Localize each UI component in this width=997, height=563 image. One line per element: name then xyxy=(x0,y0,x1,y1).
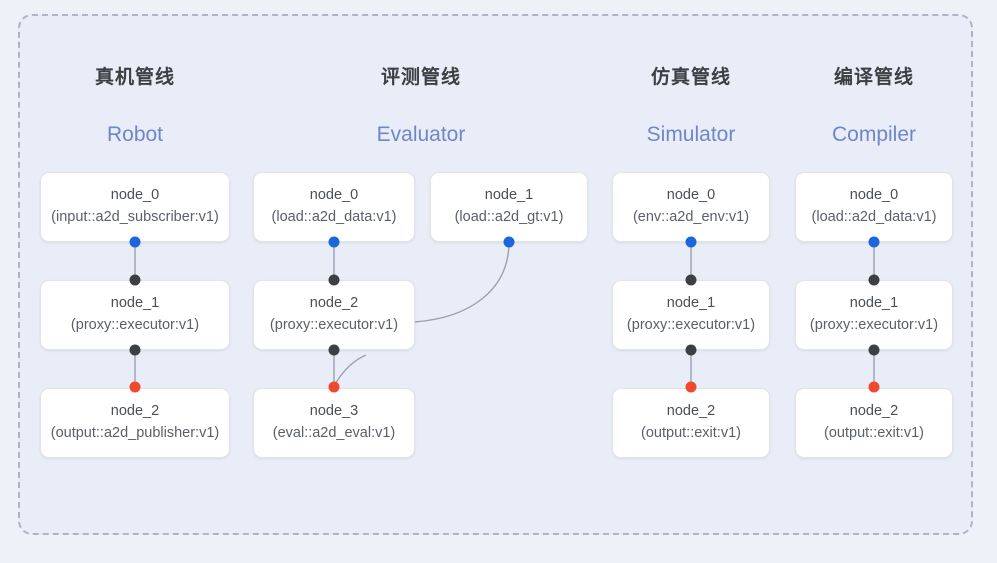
node-signature: (proxy::executor:v1) xyxy=(809,317,939,333)
port-dot-output-compiler-2[interactable] xyxy=(868,381,880,393)
node-name: node_1 xyxy=(110,295,160,312)
node-signature: (load::a2d_gt:v1) xyxy=(454,209,564,225)
node-evaluator-0[interactable]: node_0 (load::a2d_data:v1) xyxy=(253,172,415,242)
node-simulator-2[interactable]: node_2 (output::exit:v1) xyxy=(612,388,770,458)
node-robot-0[interactable]: node_0 (input::a2d_subscriber:v1) xyxy=(40,172,230,242)
column-title-simulator: 仿真管线 xyxy=(650,67,731,88)
node-robot-1[interactable]: node_1 (proxy::executor:v1) xyxy=(40,280,230,350)
port-dot-in-compiler-1[interactable] xyxy=(868,274,880,286)
node-signature: (output::a2d_publisher:v1) xyxy=(50,425,220,441)
node-name: node_2 xyxy=(309,295,359,312)
node-signature: (load::a2d_data:v1) xyxy=(271,209,397,225)
port-dot-input-robot-0[interactable] xyxy=(129,236,141,248)
node-evaluator-3[interactable]: node_3 (eval::a2d_eval:v1) xyxy=(253,388,415,458)
node-name: node_0 xyxy=(849,187,899,204)
column-title-evaluator: 评测管线 xyxy=(380,67,461,88)
node-simulator-0[interactable]: node_0 (env::a2d_env:v1) xyxy=(612,172,770,242)
node-signature: (input::a2d_subscriber:v1) xyxy=(51,209,219,225)
column-title-compiler: 编译管线 xyxy=(833,67,914,88)
column-subtitle-simulator: Simulator xyxy=(646,123,736,146)
port-dot-out-compiler-1[interactable] xyxy=(868,344,880,356)
port-dot-input-evaluator-1[interactable] xyxy=(503,236,515,248)
node-name: node_1 xyxy=(484,187,534,204)
node-name: node_2 xyxy=(110,403,160,420)
node-signature: (output::exit:v1) xyxy=(641,425,741,441)
port-dot-output-robot-2[interactable] xyxy=(129,381,141,393)
node-signature: (proxy::executor:v1) xyxy=(70,317,200,333)
node-name: node_1 xyxy=(849,295,899,312)
column-subtitle-evaluator: Evaluator xyxy=(376,123,466,146)
node-compiler-0[interactable]: node_0 (load::a2d_data:v1) xyxy=(795,172,953,242)
port-dot-input-evaluator-0[interactable] xyxy=(328,236,340,248)
column-title-robot: 真机管线 xyxy=(94,67,175,88)
node-name: node_0 xyxy=(666,187,716,204)
column-subtitle-compiler: Compiler xyxy=(831,123,917,146)
node-name: node_2 xyxy=(666,403,716,420)
column-subtitle-robot: Robot xyxy=(106,123,164,146)
node-name: node_1 xyxy=(666,295,716,312)
port-dot-out-simulator-1[interactable] xyxy=(685,344,697,356)
port-dot-input-simulator-0[interactable] xyxy=(685,236,697,248)
port-dot-in-evaluator-2[interactable] xyxy=(328,274,340,286)
port-dot-in-robot-1[interactable] xyxy=(129,274,141,286)
node-evaluator-1[interactable]: node_1 (load::a2d_gt:v1) xyxy=(430,172,588,242)
node-name: node_3 xyxy=(309,403,359,420)
node-compiler-1[interactable]: node_1 (proxy::executor:v1) xyxy=(795,280,953,350)
node-signature: (proxy::executor:v1) xyxy=(269,317,399,333)
node-name: node_0 xyxy=(309,187,359,204)
node-signature: (proxy::executor:v1) xyxy=(626,317,756,333)
node-robot-2[interactable]: node_2 (output::a2d_publisher:v1) xyxy=(40,388,230,458)
port-dot-input-compiler-0[interactable] xyxy=(868,236,880,248)
node-simulator-1[interactable]: node_1 (proxy::executor:v1) xyxy=(612,280,770,350)
node-compiler-2[interactable]: node_2 (output::exit:v1) xyxy=(795,388,953,458)
node-signature: (eval::a2d_eval:v1) xyxy=(272,425,396,441)
port-dot-out-evaluator-2[interactable] xyxy=(328,344,340,356)
node-name: node_0 xyxy=(110,187,160,204)
port-dot-in-simulator-1[interactable] xyxy=(685,274,697,286)
node-evaluator-2[interactable]: node_2 (proxy::executor:v1) xyxy=(253,280,415,350)
port-dot-out-robot-1[interactable] xyxy=(129,344,141,356)
port-dot-output-evaluator-3[interactable] xyxy=(328,381,340,393)
node-signature: (output::exit:v1) xyxy=(824,425,924,441)
node-signature: (env::a2d_env:v1) xyxy=(632,209,750,225)
node-name: node_2 xyxy=(849,403,899,420)
node-signature: (load::a2d_data:v1) xyxy=(811,209,937,225)
port-dot-output-simulator-2[interactable] xyxy=(685,381,697,393)
